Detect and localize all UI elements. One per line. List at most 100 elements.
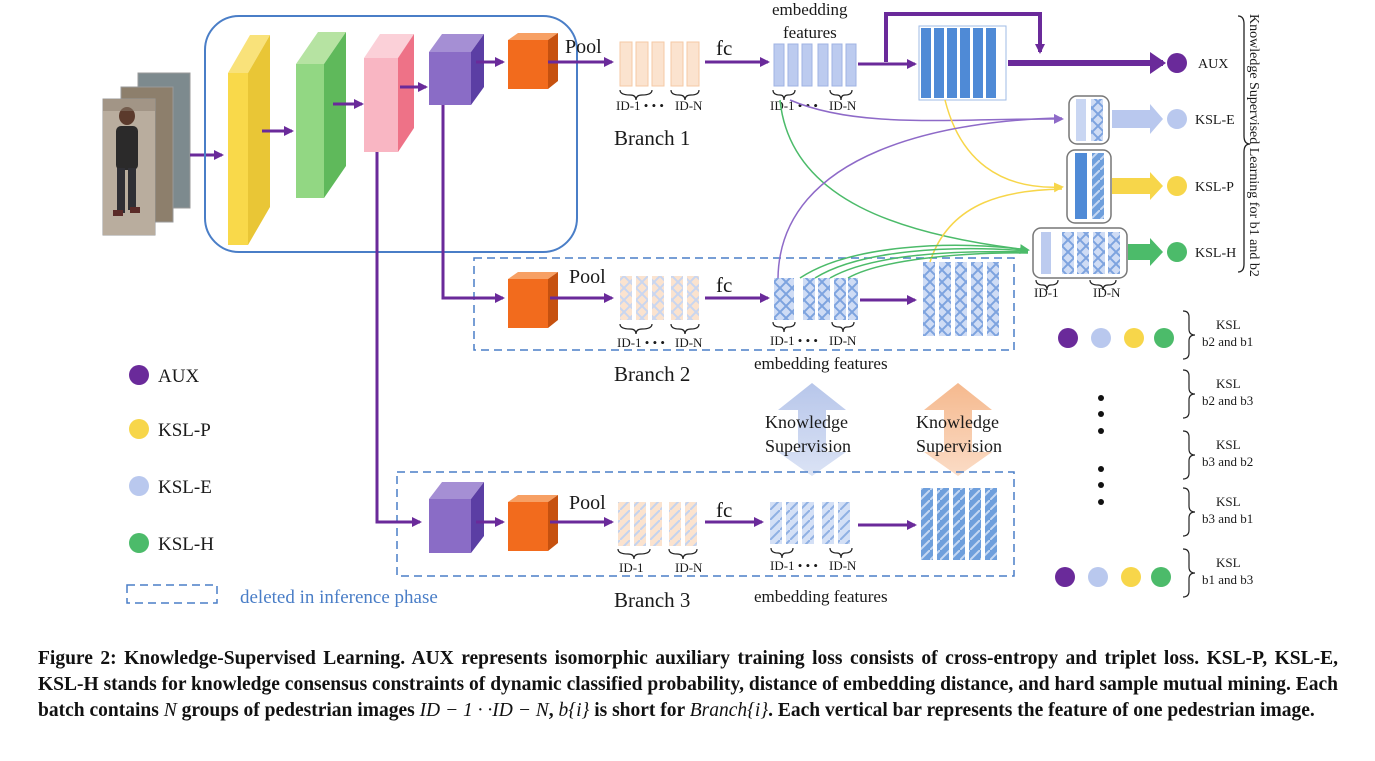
caption-branch-expr: Branch{i} [689,700,769,721]
branch2-idn-label: ID-N [675,335,703,350]
ksl-p-output-label: KSL-P [1195,180,1234,195]
ksl-h-output-dot [1167,242,1187,262]
branch2-deletable-box [473,257,1015,351]
aux-output-label: AUX [1198,57,1228,72]
ksl-p-output-dot [1167,176,1187,196]
legend-ksl-e-dot [129,476,149,496]
ks-orange-line1: Knowledge [916,412,999,432]
caption-id-expr: ID − 1 · ·ID − N [419,700,549,721]
knowledge-supervision-arrow-orange [924,383,992,476]
backbone-block-3 [364,34,414,152]
branch1-id1-label: ID-1 • • • [616,98,664,113]
ks-blue-line2: Supervision [765,436,851,456]
caption-n: N [163,700,177,721]
branch1-embedding-features [772,43,857,101]
caption-b-expr: b{i} [558,700,590,721]
ksl-pair-dots-row5 [1055,567,1171,587]
backbone-block-2 [296,32,346,198]
ksl-vertical-dots-1 [1098,395,1104,434]
branch2-emb-id1-label: ID-1 • • • [770,333,818,348]
ksl-pair-2-line2: b2 and b3 [1202,393,1253,408]
legend-dashed-box [126,584,218,604]
ksl-architecture-diagram: Pool ID-1 • • • ID-N Branch 1 fc embeddi… [102,0,1261,612]
branch3-orange-block [508,495,558,551]
branch2-classifier-features [923,262,999,336]
legend-ksl-h-label: KSL-H [158,534,214,555]
branch3-fc-label: fc [716,498,732,522]
ks-blue-line1: Knowledge [765,412,848,432]
ksl-e-output-label: KSL-E [1195,113,1235,128]
branch3-deletable-box [396,471,1015,577]
branch3-idn-label: ID-N [675,560,703,575]
ksl-pair-5-line2: b1 and b3 [1202,572,1253,587]
legend: AUX KSL-P KSL-E KSL-H deleted in inferen… [126,365,438,608]
branch1-fc-label: fc [716,36,732,60]
legend-ksl-e-label: KSL-E [158,477,212,498]
ksl-e-feature-group [1068,95,1110,145]
branch2-id1-label: ID-1 • • • [617,335,665,350]
ksl-pair-3-line1: KSL [1216,437,1241,452]
ksl-pair-4-line2: b3 and b1 [1202,511,1253,526]
branch2-label: Branch 2 [614,362,690,386]
branch2-pool-label: Pool [569,266,606,288]
branch3-purple-block [429,482,484,553]
legend-aux-dot [129,365,149,385]
branch1-label: Branch 1 [614,126,690,150]
branch1-pool-label: Pool [565,36,602,58]
caption-part-1: Figure 2: Knowledge-Supervised Learning.… [38,648,1338,721]
branch3-pooled-features [617,502,698,560]
legend-ksl-h-dot [129,533,149,553]
legend-ksl-p-dot [129,419,149,439]
ksl-e-output-dot [1167,109,1187,129]
ksl-pair-2-line1: KSL [1216,376,1241,391]
branch3-classifier-features [921,488,997,560]
branch1-emb-id1-label: ID-1 • • • [770,98,818,113]
ksl-h-idn-label: ID-N [1093,285,1121,300]
backbone-block-1 [228,35,270,245]
branch1-classifier-features [918,25,1007,101]
backbone-box [204,15,578,253]
input-pedestrian-images [102,72,191,236]
branch2-pooled-features [619,276,700,335]
caption-part-2: groups of pedestrian images [176,700,420,721]
branch3-label: Branch 3 [614,588,690,612]
branch3-id1-label: ID-1 [619,560,644,575]
branch1-emb-idn-label: ID-N [829,98,857,113]
branch1-features-label: features [783,23,837,42]
knowledge-supervision-arrow-blue [778,383,846,476]
caption-part-4: is short for [589,700,690,721]
branch1-embedding-label: embedding [772,0,848,19]
branch3-emb-idn-label: ID-N [829,558,857,573]
ksl-pair-braces [1182,310,1196,598]
ksl-b1-b2-vertical-label: Knowledge Supervised Learning for b1 and… [1246,14,1261,277]
branch1-pooled-features [619,41,700,101]
branch2-emb-idn-label: ID-N [829,333,857,348]
legend-ksl-p-label: KSL-P [158,420,211,441]
branch2-fc-label: fc [716,273,732,297]
aux-output-dot [1167,53,1187,73]
branch2-embedding-features [772,278,858,333]
branch2-embedding-label: embedding features [754,354,888,373]
backbone-block-4 [429,34,484,105]
ksl-h-id1-label: ID-1 [1034,285,1059,300]
ksl-pair-5-line1: KSL [1216,555,1241,570]
ksl-vertical-dots-2 [1098,466,1104,505]
branch3-embedding-features [770,502,853,559]
branch3-emb-id1-label: ID-1 • • • [770,558,818,573]
branch2-orange-block [508,272,558,328]
ksl-pair-1-line2: b2 and b1 [1202,334,1253,349]
ksl-p-feature-group [1066,149,1112,224]
ksl-h-output-label: KSL-H [1195,246,1236,261]
ksl-pair-1-line1: KSL [1216,317,1241,332]
branch1-idn-label: ID-N [675,98,703,113]
ksl-pair-4-line1: KSL [1216,494,1241,509]
ks-orange-line2: Supervision [916,436,1002,456]
figure-caption: Figure 2: Knowledge-Supervised Learning.… [38,646,1338,724]
branch3-embedding-label: embedding features [754,587,888,606]
caption-part-3: , [548,700,559,721]
legend-aux-label: AUX [158,366,199,387]
branch3-pool-label: Pool [569,492,606,514]
legend-deleted-label: deleted in inference phase [240,587,438,608]
ksl-pair-dots-row1 [1058,328,1174,348]
ksl-h-feature-group [1032,227,1128,291]
